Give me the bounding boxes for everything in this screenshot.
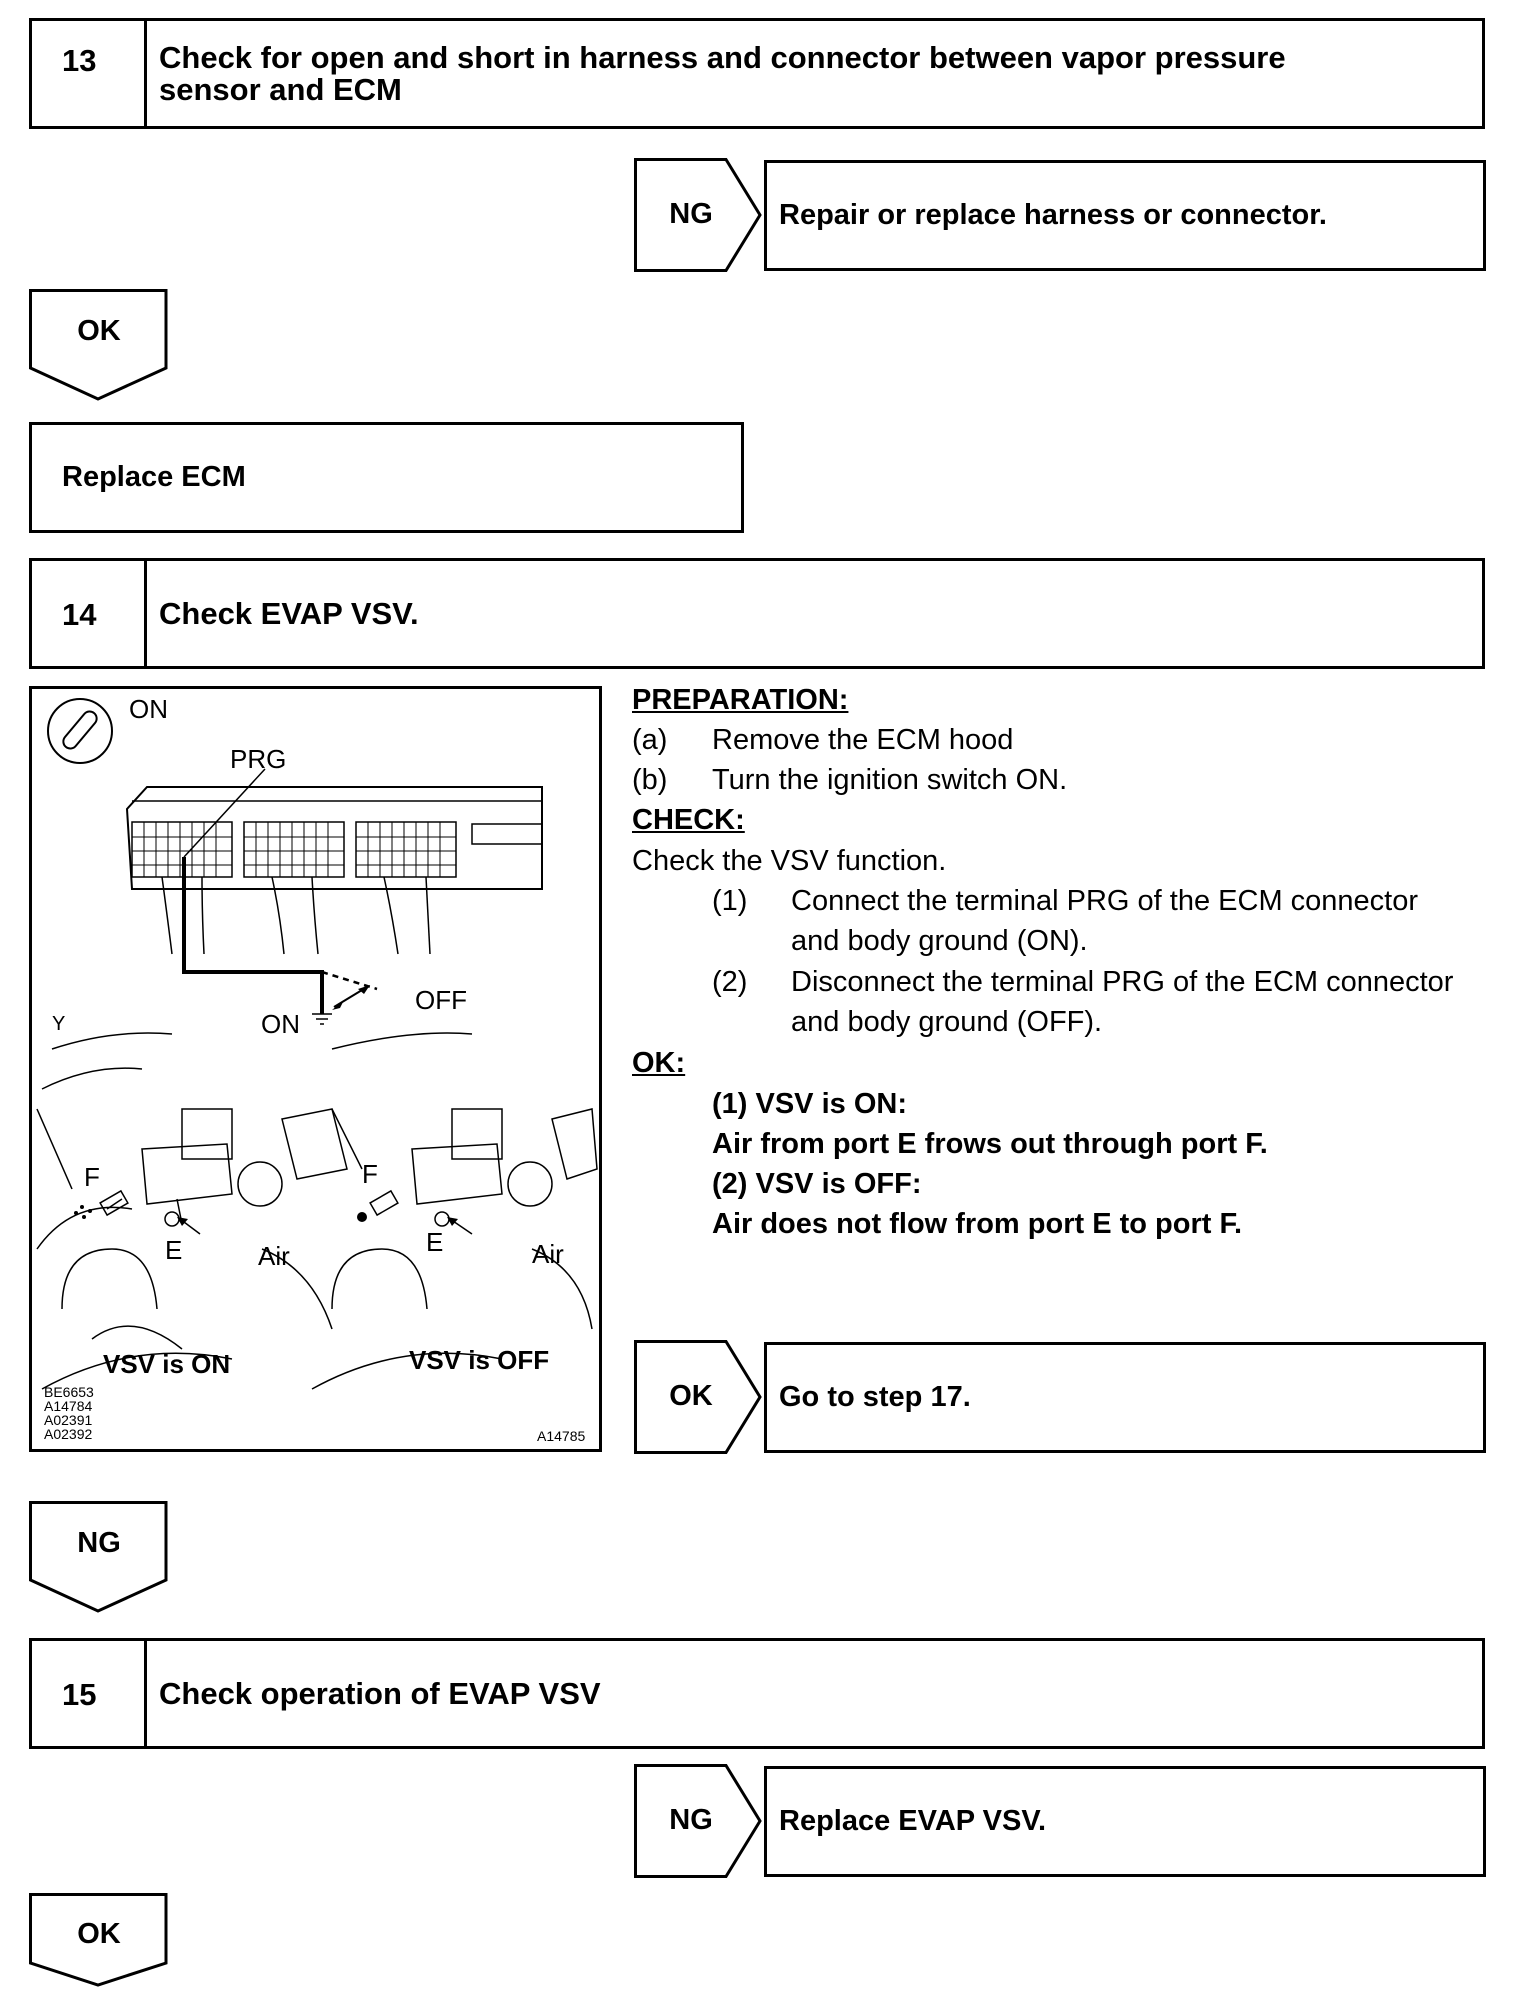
step-13-ng-arrow	[634, 158, 762, 272]
replace-ecm-box: Replace ECM	[29, 422, 744, 533]
step-14-ok-action-box: Go to step 17.	[764, 1342, 1486, 1453]
step-14-ok-label: OK	[669, 1380, 713, 1412]
step-14-ng-arrow	[29, 1501, 168, 1613]
figure-code-2: A14784	[44, 1398, 93, 1414]
step-13-ok-label: OK	[77, 315, 121, 347]
figure-label-prg: PRG	[230, 744, 287, 774]
figure-label-f-left: F	[84, 1162, 100, 1192]
figure-label-e-left: E	[165, 1235, 183, 1265]
step-14-ng-label: NG	[77, 1527, 121, 1559]
ok2-title: (2) VSV is OFF:	[712, 1168, 922, 1200]
check1-line2: and body ground (ON).	[791, 925, 1088, 957]
figure-caption-vsv-off: VSV is OFF	[409, 1345, 550, 1375]
ok1-text: Air from port E frows out through port F…	[712, 1128, 1268, 1160]
prep-b-marker: (b)	[632, 764, 668, 796]
step-14-ok-action: Go to step 17.	[779, 1381, 971, 1413]
preparation-heading: PREPARATION:	[632, 684, 849, 716]
figure-label-e-right: E	[426, 1227, 444, 1257]
step-15-divider	[144, 1641, 147, 1746]
step-15-ok-label: OK	[77, 1918, 121, 1950]
step-15-header: 15 Check operation of EVAP VSV	[29, 1638, 1485, 1749]
step-13-title-line2: sensor and ECM	[159, 72, 402, 107]
check2-marker: (2)	[712, 966, 748, 998]
figure-label-on-ground: ON	[261, 1009, 300, 1039]
step-13-header: 13 Check for open and short in harness a…	[29, 18, 1485, 129]
step-14-number: 14	[62, 597, 97, 632]
replace-ecm-text: Replace ECM	[62, 461, 246, 493]
step-13-number: 13	[62, 43, 97, 78]
check2-line2: and body ground (OFF).	[791, 1006, 1103, 1038]
step-15-ok-arrow	[29, 1893, 168, 1987]
step-15-title: Check operation of EVAP VSV	[159, 1676, 601, 1711]
check1-line1: Connect the terminal PRG of the ECM conn…	[791, 885, 1419, 917]
step-13-ok-arrow	[29, 289, 168, 401]
step-15-ng-action: Replace EVAP VSV.	[779, 1805, 1047, 1837]
step-14-divider	[144, 561, 147, 666]
figure-code-1: BE6653	[44, 1384, 94, 1400]
step-14-header: 14 Check EVAP VSV.	[29, 558, 1485, 669]
check2-line1: Disconnect the terminal PRG of the ECM c…	[791, 966, 1454, 998]
figure-code-right: A14785	[537, 1428, 586, 1444]
figure-label-y: Y	[52, 1013, 66, 1035]
check-heading: CHECK:	[632, 804, 745, 836]
figure-label-on-top: ON	[129, 694, 168, 724]
figure-code-4: A02392	[44, 1426, 93, 1442]
ok1-title: (1) VSV is ON:	[712, 1088, 907, 1120]
figure-code-3: A02391	[44, 1412, 93, 1428]
step-13-ng-action: Repair or replace harness or connector.	[779, 199, 1327, 231]
prep-b-text: Turn the ignition switch ON.	[712, 764, 1068, 796]
figure-label-air-right: Air	[532, 1239, 564, 1269]
step-15-ng-label: NG	[669, 1804, 713, 1836]
figure-label-off: OFF	[415, 985, 467, 1015]
step-13-divider	[144, 21, 147, 126]
figure-label-f-right: F	[362, 1159, 378, 1189]
step-13-ng-label: NG	[669, 198, 713, 230]
prep-a-text: Remove the ECM hood	[712, 724, 1014, 756]
ok-heading: OK:	[632, 1047, 686, 1079]
figure-label-air-left: Air	[258, 1241, 290, 1271]
vsv-figure: ON PRG OFF ON Y F E Air F E Air VSV is O…	[29, 686, 602, 1452]
check1-marker: (1)	[712, 885, 748, 917]
check-text: Check the VSV function.	[632, 845, 947, 877]
step-15-ng-action-box: Replace EVAP VSV.	[764, 1766, 1486, 1877]
step-13-title-line1: Check for open and short in harness and …	[159, 40, 1286, 75]
figure-caption-vsv-on: VSV is ON	[103, 1349, 231, 1379]
vsv-illustration	[36, 698, 598, 1390]
step-14-title: Check EVAP VSV.	[159, 596, 419, 631]
step-14-ok-arrow	[634, 1340, 762, 1454]
ok2-text: Air does not flow from port E to port F.	[712, 1208, 1243, 1240]
step-15-ng-arrow	[634, 1764, 762, 1878]
prep-a-marker: (a)	[632, 724, 668, 756]
step-15-number: 15	[62, 1677, 97, 1712]
step-13-ng-action-box: Repair or replace harness or connector.	[764, 160, 1486, 271]
